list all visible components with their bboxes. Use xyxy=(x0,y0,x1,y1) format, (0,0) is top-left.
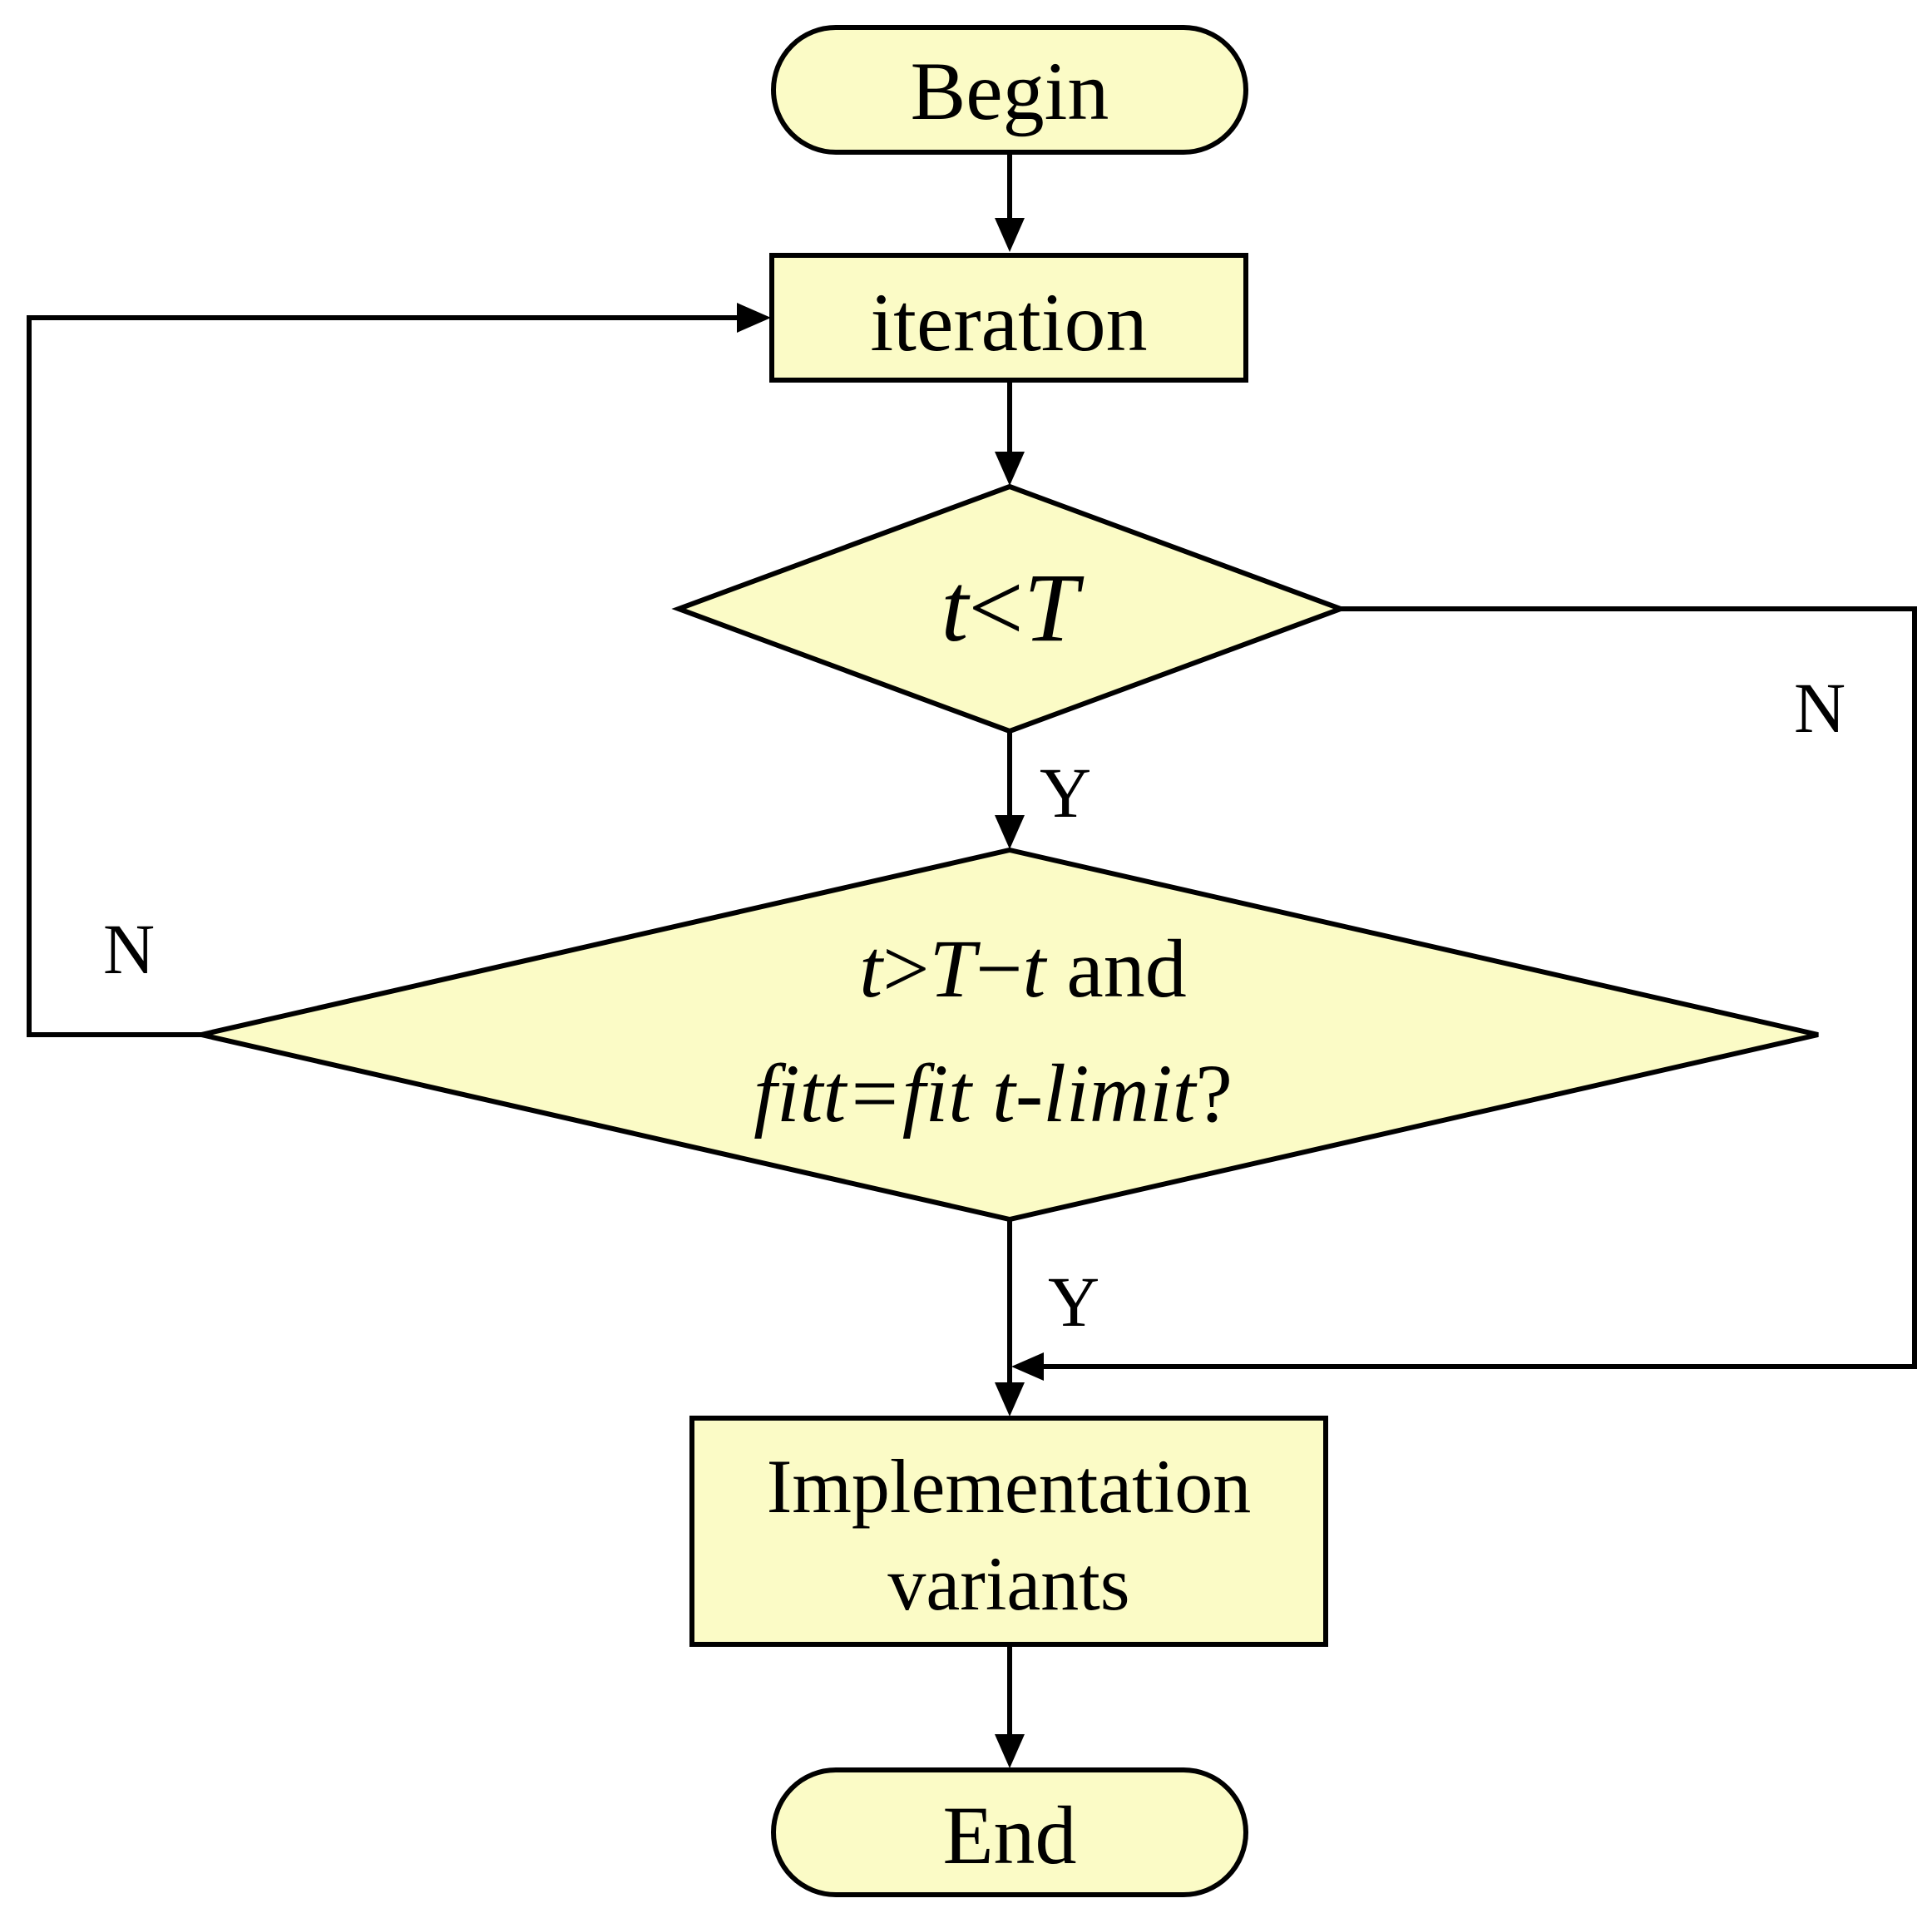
edge-decision2-yes: Y xyxy=(995,1219,1099,1416)
decision1-yes-label: Y xyxy=(1040,753,1091,833)
decision2-node: t>T−t and fitt=fit t-limit? xyxy=(200,847,1819,1223)
edge-decision1-yes: Y xyxy=(995,731,1091,849)
edge-decision2-no: N xyxy=(27,303,771,1037)
implementation-label-line2: variants xyxy=(887,1541,1129,1626)
iteration-label: iteration xyxy=(870,276,1147,368)
decision2-yes-label: Y xyxy=(1048,1262,1099,1342)
edge-begin-to-iteration xyxy=(995,152,1025,252)
end-label: End xyxy=(942,1789,1076,1881)
begin-label: Begin xyxy=(911,45,1109,137)
end-node: End xyxy=(771,1767,1248,1897)
decision2-label-line1: t>T−t and xyxy=(859,922,1186,1015)
edge-decision1-no: N xyxy=(1011,606,1917,1381)
iteration-node: iteration xyxy=(769,253,1248,383)
edge-implementation-to-end xyxy=(995,1644,1025,1768)
implementation-node: Implementation variants xyxy=(689,1416,1328,1647)
decision1-no-label: N xyxy=(1794,668,1846,748)
edge-iteration-to-decision1 xyxy=(995,380,1025,486)
decision2-no-label: N xyxy=(103,909,155,989)
decision1-node: t<T xyxy=(671,483,1348,734)
decision2-label-line2: fitt=fit t-limit? xyxy=(754,1047,1233,1139)
begin-node: Begin xyxy=(771,25,1248,155)
decision1-label: t<T xyxy=(941,553,1085,662)
implementation-label-line1: Implementation xyxy=(767,1444,1252,1529)
